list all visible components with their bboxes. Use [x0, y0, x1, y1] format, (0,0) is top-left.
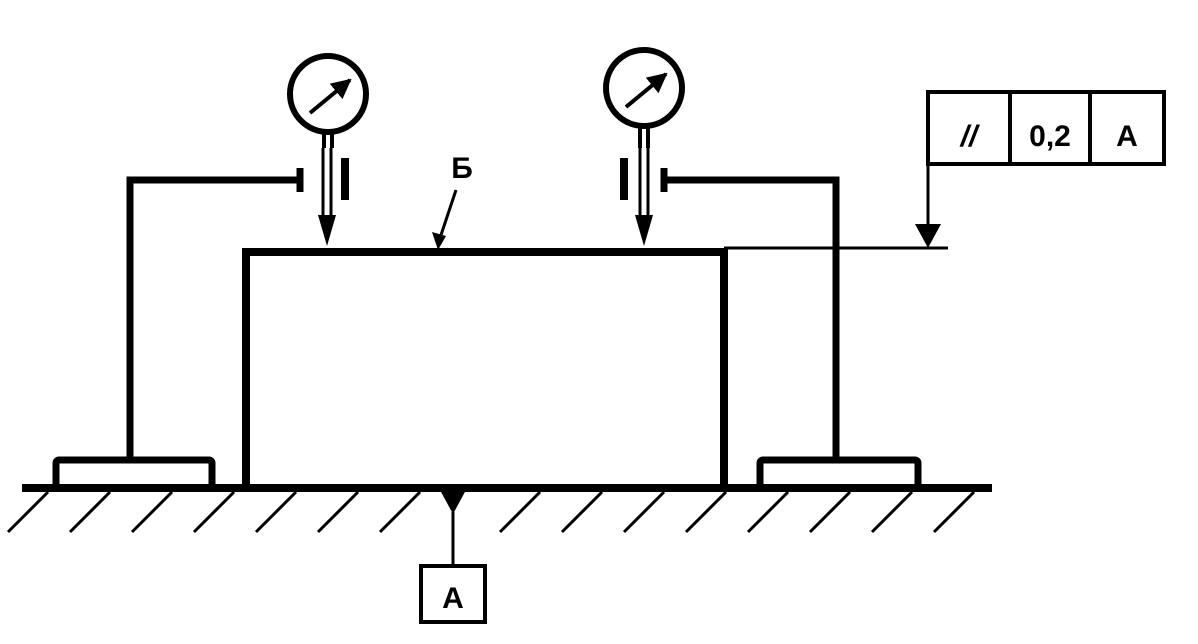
left-indicator-stand	[52, 148, 349, 492]
right-dial-indicator	[603, 47, 685, 148]
datum-feature-a: A	[419, 490, 487, 624]
datum-box-label: A	[442, 582, 464, 615]
parallelism-symbol: //	[959, 120, 980, 153]
tolerance-leader	[915, 164, 941, 248]
surface-label-text: Б	[451, 152, 473, 185]
tolerance-frame: // 0,2 A	[926, 90, 1166, 166]
surface-label-b: Б	[432, 152, 473, 250]
right-indicator-stand	[620, 148, 922, 492]
ground-hatching	[6, 490, 976, 534]
left-dial-indicator	[287, 53, 369, 148]
workpiece-block	[242, 248, 728, 492]
tolerance-value: 0,2	[1029, 120, 1071, 153]
tolerance-datum: A	[1116, 120, 1138, 153]
